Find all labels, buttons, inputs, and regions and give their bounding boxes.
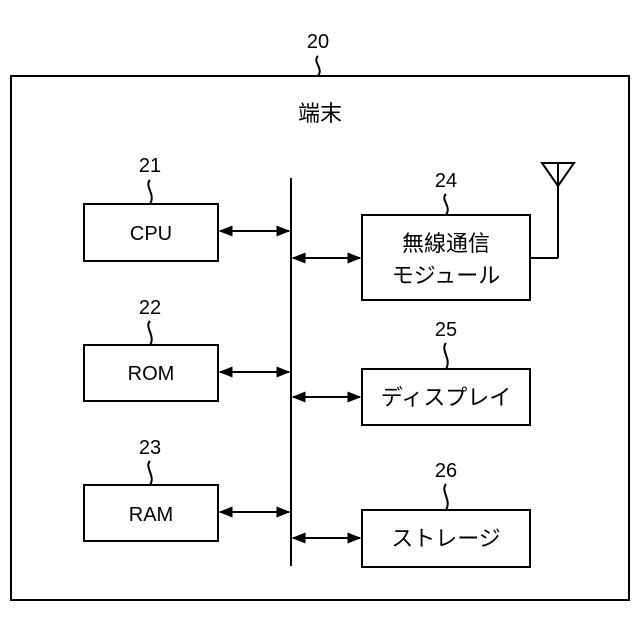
wireless-label-line1: 無線通信 — [402, 231, 490, 256]
display-ref-number: 25 — [435, 319, 457, 341]
rom-block: 22 ROM — [84, 297, 218, 401]
cpu-ref-leader — [148, 180, 151, 204]
wireless-module-block: 24 無線通信 モジュール — [362, 170, 530, 300]
cpu-block: 21 CPU — [84, 155, 218, 261]
ram-ref-leader — [148, 461, 151, 485]
terminal-label: 端末 — [298, 101, 342, 126]
rom-label: ROM — [128, 363, 175, 385]
storage-block: 26 ストレージ — [362, 460, 530, 567]
cpu-ref-number: 21 — [139, 155, 161, 177]
wireless-ref-leader — [444, 194, 447, 215]
display-block: 25 ディスプレイ — [362, 319, 530, 425]
storage-ref-leader — [444, 484, 447, 510]
figure-ref-leader — [316, 56, 319, 76]
wireless-ref-number: 24 — [435, 170, 457, 192]
antenna-icon — [530, 163, 574, 258]
display-label: ディスプレイ — [381, 385, 511, 410]
figure-ref-number: 20 — [307, 31, 329, 53]
ram-ref-number: 23 — [139, 437, 161, 459]
rom-ref-number: 22 — [139, 297, 161, 319]
storage-ref-number: 26 — [435, 460, 457, 482]
ram-block: 23 RAM — [84, 437, 218, 541]
storage-label: ストレージ — [391, 526, 501, 551]
rom-ref-leader — [148, 321, 151, 345]
ram-label: RAM — [129, 504, 173, 526]
cpu-label: CPU — [130, 223, 172, 245]
wireless-label-line2: モジュール — [392, 263, 500, 288]
display-ref-leader — [444, 343, 447, 369]
